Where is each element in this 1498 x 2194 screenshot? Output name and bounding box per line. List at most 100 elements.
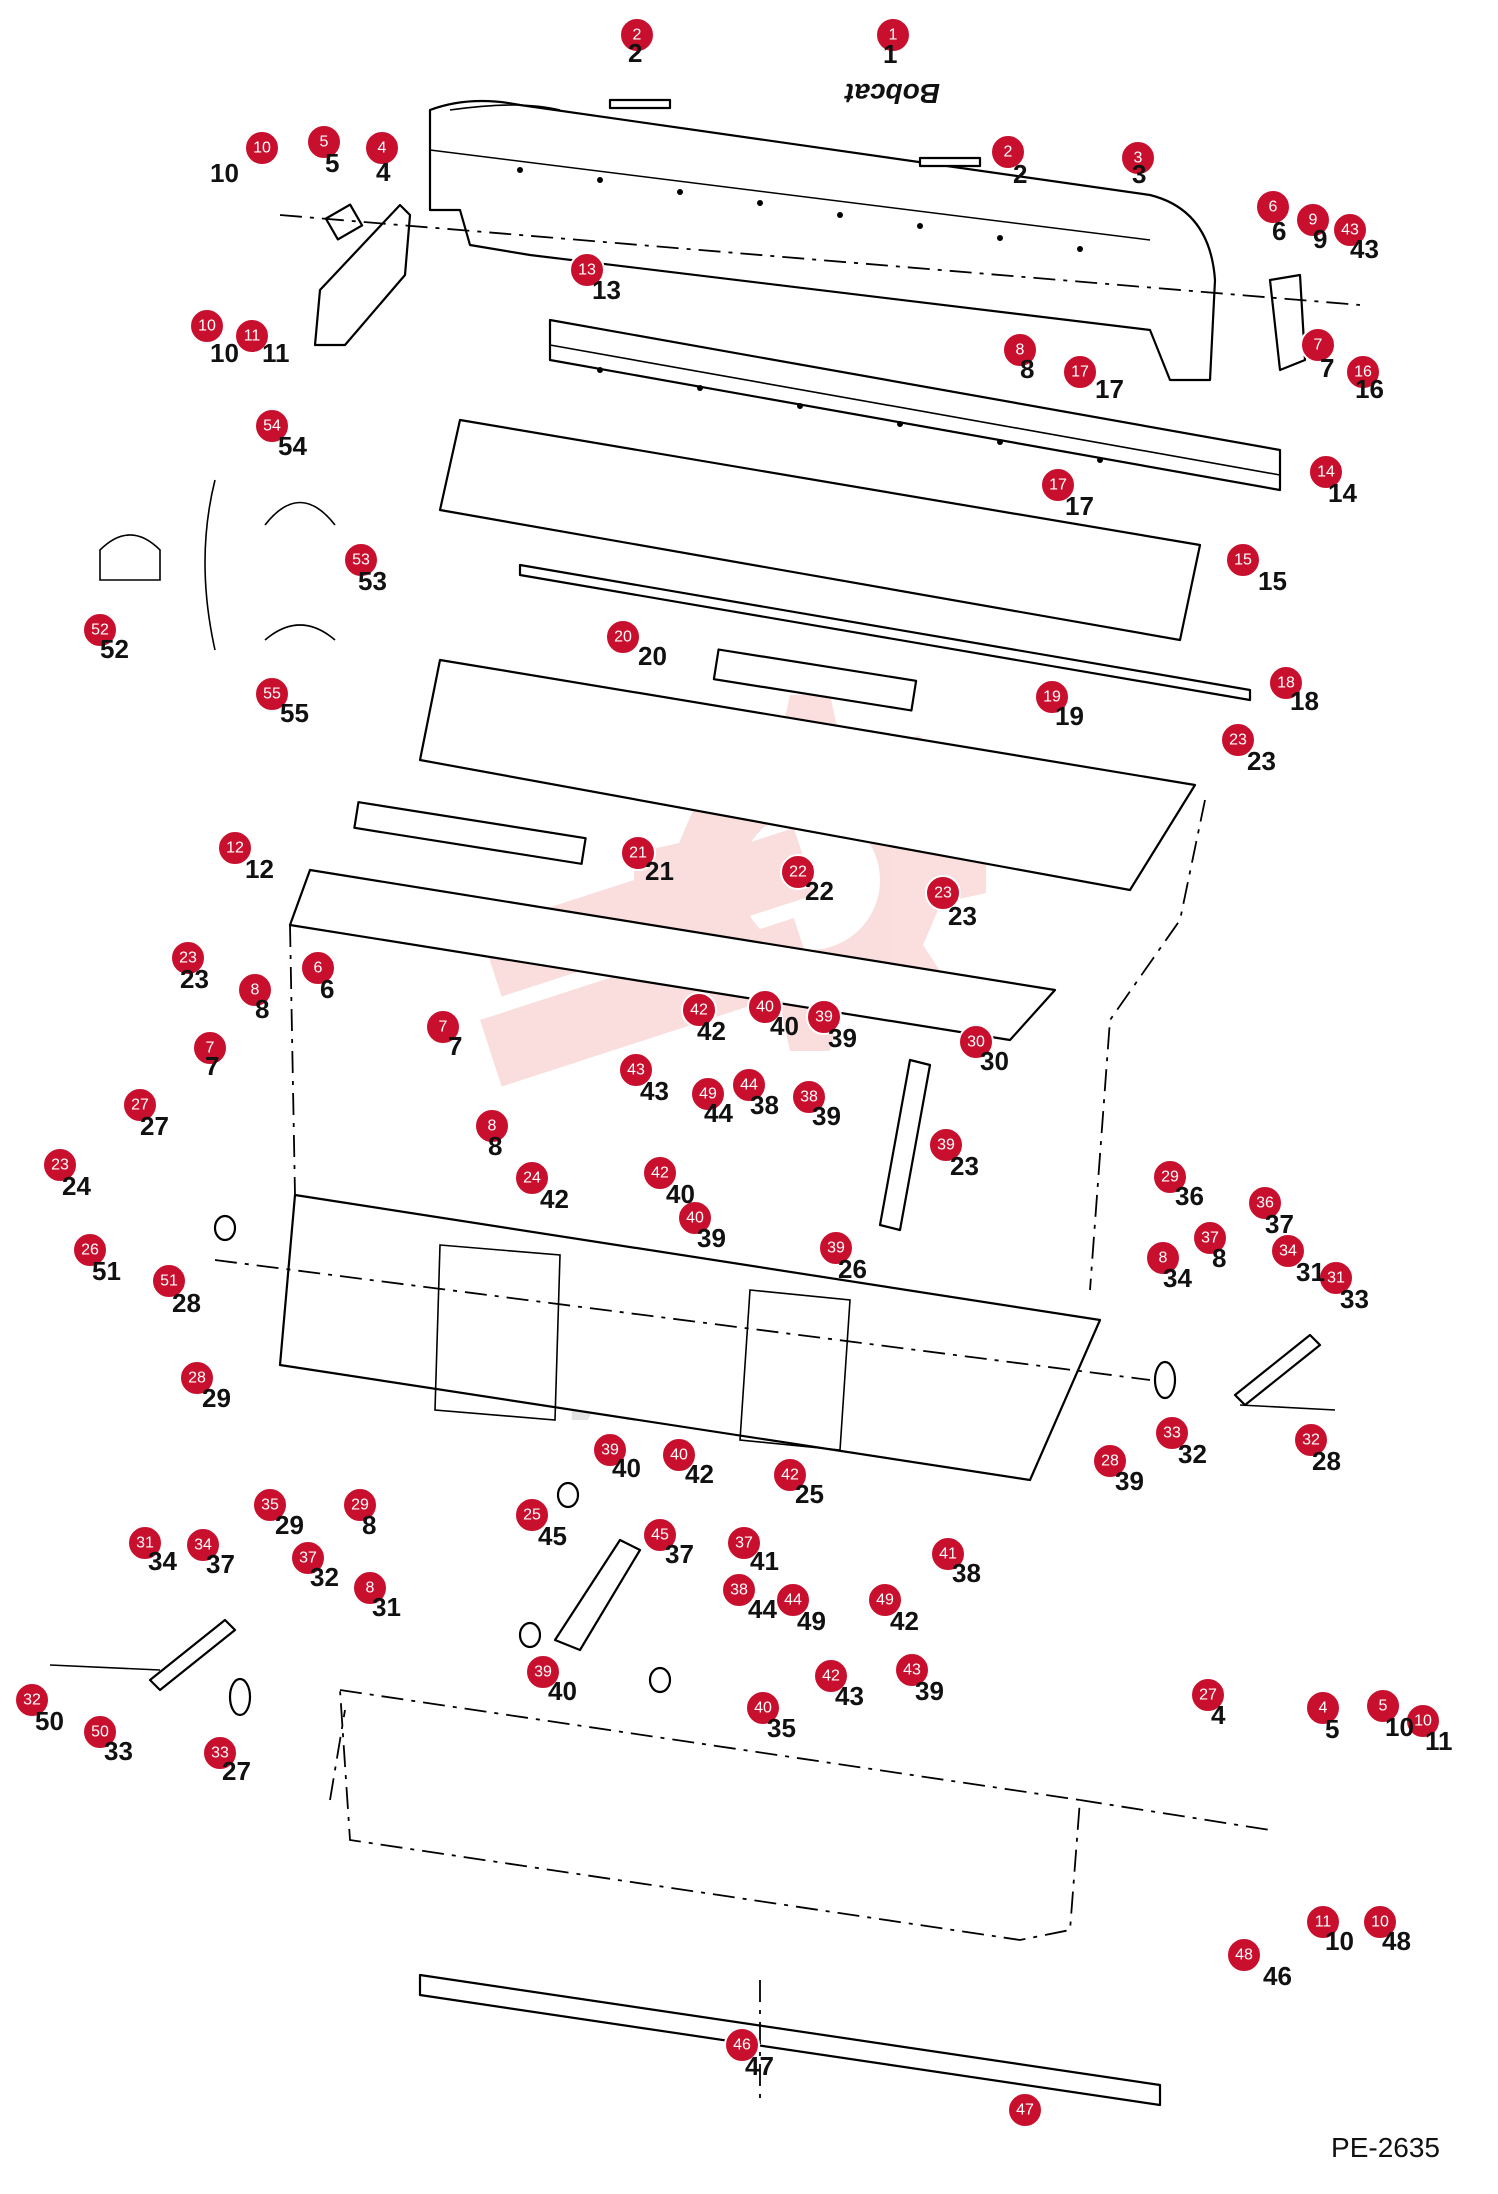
- brand-mark: Bobcat: [843, 78, 940, 109]
- part-number-label: 49: [797, 1606, 826, 1636]
- callout-marker-42: 42: [813, 1658, 849, 1694]
- panel-15: [438, 418, 1202, 642]
- callout-marker-10: 10: [189, 308, 225, 344]
- part-number-label: 37: [665, 1539, 694, 1569]
- callout-marker-40: 40: [661, 1437, 697, 1473]
- callout-circle: [514, 1497, 550, 1533]
- callout-marker-7: 7: [1300, 327, 1336, 363]
- part-number-label: 3: [1132, 159, 1146, 189]
- callout-marker-25: 25: [514, 1497, 550, 1533]
- callout-circle: [1305, 1904, 1341, 1940]
- callout-circle: [525, 1654, 561, 1690]
- part-number-label: 8: [1212, 1243, 1226, 1273]
- callout-circle: [928, 1127, 964, 1163]
- callout-marker-42: 42: [681, 992, 717, 1028]
- part-number-label: 26: [838, 1254, 867, 1284]
- callout-marker-17: 17: [1040, 467, 1076, 503]
- callout-marker-32: 32: [14, 1682, 50, 1718]
- callout-marker-40: 40: [745, 1690, 781, 1726]
- callout-marker-26: 26: [72, 1232, 108, 1268]
- callout-marker-43: 43: [618, 1052, 654, 1088]
- callout-number: 14: [1317, 464, 1335, 481]
- callout-circle: [1332, 212, 1368, 248]
- part-number-label: 23: [180, 964, 209, 994]
- part-number-label: 2: [628, 38, 642, 68]
- part-number-label: 27: [140, 1111, 169, 1141]
- callout-number: 51: [160, 1273, 178, 1290]
- part-number-label: 24: [62, 1171, 91, 1201]
- callout-circle: [1295, 202, 1331, 238]
- callout-marker-5: 5: [306, 124, 342, 160]
- callout-marker-7: 7: [192, 1030, 228, 1066]
- callout-circle: [780, 854, 816, 890]
- callout-marker-14: 14: [1308, 454, 1344, 490]
- callout-circle: [1062, 354, 1098, 390]
- callout-number: 38: [730, 1582, 748, 1599]
- housing-lower: [339, 1688, 1081, 1941]
- callout-marker-43: 43: [1332, 212, 1368, 248]
- callout-circle: [1226, 1937, 1262, 1973]
- strip-18: [518, 563, 1252, 702]
- callout-circle: [1405, 1703, 1441, 1739]
- callout-number: 40: [754, 1700, 772, 1717]
- callout-marker-32: 32: [1293, 1422, 1329, 1458]
- callout-number: 4: [1319, 1700, 1328, 1717]
- callout-marker-8: 8: [352, 1570, 388, 1606]
- callout-circle: [818, 1230, 854, 1266]
- part-number-label: 39: [697, 1223, 726, 1253]
- arm-25: [553, 1538, 642, 1652]
- callout-number: 27: [131, 1097, 149, 1114]
- callout-circle: [1300, 327, 1336, 363]
- callout-circle: [306, 124, 342, 160]
- callout-marker-49: 49: [867, 1582, 903, 1618]
- callout-marker-39: 39: [525, 1654, 561, 1690]
- callout-circle: [514, 1160, 550, 1196]
- part-number-label: 19: [1055, 701, 1084, 731]
- callout-marker-48: 48: [1226, 1937, 1262, 1973]
- bolt-32-right: [1239, 1404, 1336, 1411]
- callout-circle: [14, 1682, 50, 1718]
- part-number-label: 35: [767, 1713, 796, 1743]
- part-number-label: 16: [1355, 374, 1384, 404]
- part-number-label: 47: [745, 2051, 774, 2081]
- part-number-label: 15: [1258, 566, 1287, 596]
- part-number-label: 30: [980, 1046, 1009, 1076]
- callout-number: 5: [1379, 1698, 1388, 1715]
- callout-marker-19: 19: [1034, 679, 1070, 715]
- callout-number: 41: [939, 1546, 957, 1563]
- callout-number: 22: [789, 864, 807, 881]
- callout-number: 12: [226, 840, 244, 857]
- part-number-label: 39: [828, 1023, 857, 1053]
- part-number-label: 43: [1350, 234, 1379, 264]
- callout-circle: [82, 612, 118, 648]
- callout-number: 37: [1201, 1230, 1219, 1247]
- arm-30: [878, 1058, 932, 1232]
- callout-circle: [724, 2027, 760, 2063]
- part-number-label: 29: [275, 1510, 304, 1540]
- decal-21: [353, 801, 587, 865]
- callout-marker-39: 39: [818, 1230, 854, 1266]
- callout-number: 7: [206, 1040, 215, 1057]
- callout-marker-27: 27: [122, 1087, 158, 1123]
- part-number-label: 10: [1325, 1926, 1354, 1956]
- callout-number: 49: [876, 1592, 894, 1609]
- callout-circle: [1268, 665, 1304, 701]
- part-number-label: 10: [1385, 1712, 1414, 1742]
- callout-number: 34: [1279, 1243, 1297, 1260]
- callout-marker-8: 8: [237, 972, 273, 1008]
- callout-circle: [772, 1457, 808, 1493]
- part-number-label: 23: [950, 1151, 979, 1181]
- reference-code: PE-2635: [1331, 2132, 1440, 2163]
- callout-marker-30: 30: [958, 1024, 994, 1060]
- callout-number: 34: [194, 1537, 212, 1554]
- part-number-label: 40: [770, 1011, 799, 1041]
- callout-number: 37: [299, 1550, 317, 1567]
- callout-circle: [806, 999, 842, 1035]
- callout-number: 8: [366, 1580, 375, 1597]
- part-number-label: 17: [1065, 491, 1094, 521]
- part-number-label: 10: [210, 338, 239, 368]
- callout-marker-34: 34: [1270, 1233, 1306, 1269]
- part-number-label: 25: [795, 1479, 824, 1509]
- callout-number: 28: [188, 1370, 206, 1387]
